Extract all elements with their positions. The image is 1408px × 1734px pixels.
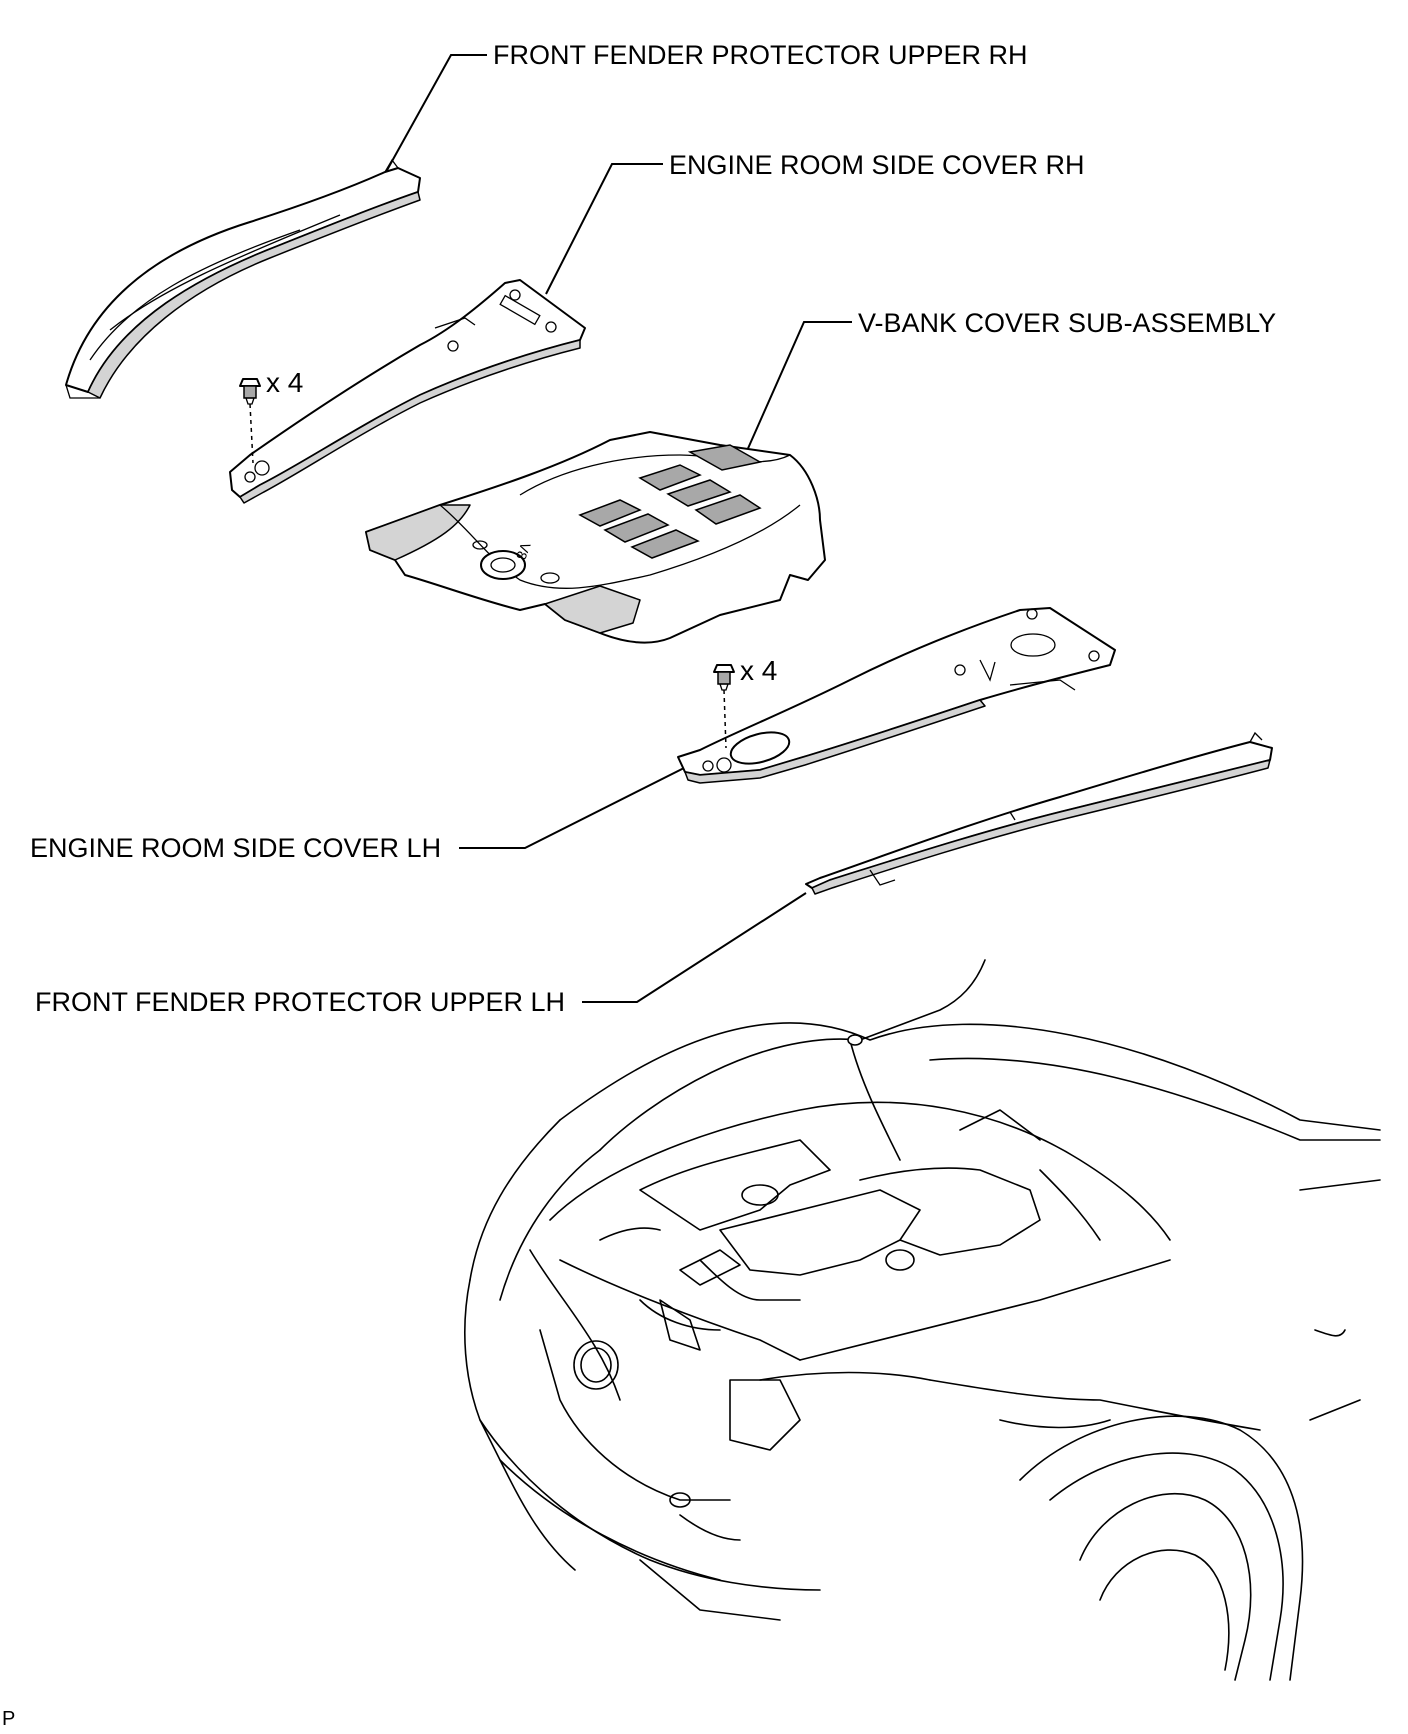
leader-fender-rh bbox=[385, 54, 487, 173]
engine-room-side-cover-lh-part bbox=[677, 607, 1116, 784]
vbank-emblem-icon bbox=[480, 550, 526, 580]
clip-lh-quantity: x 4 bbox=[740, 655, 777, 686]
front-fender-protector-upper-lh-part bbox=[805, 731, 1273, 895]
leader-fender-lh bbox=[582, 892, 807, 1003]
label-fender-lh-group: FRONT FENDER PROTECTOR UPPER LH bbox=[35, 892, 807, 1017]
clip-lh-icon bbox=[713, 664, 735, 749]
vbank-intake-ribs bbox=[578, 444, 763, 559]
clip-rh-icon bbox=[239, 378, 261, 464]
label-side-cover-lh-group: ENGINE ROOM SIDE COVER LH bbox=[30, 766, 687, 863]
engine-room-side-cover-rh-part bbox=[229, 279, 586, 504]
front-fender-protector-upper-rh-part bbox=[65, 158, 421, 399]
label-fender-rh-group: FRONT FENDER PROTECTOR UPPER RH bbox=[385, 40, 1028, 173]
label-engine-room-side-cover-rh: ENGINE ROOM SIDE COVER RH bbox=[669, 150, 1085, 180]
leader-side-cover-rh bbox=[545, 163, 663, 295]
figure-id: P bbox=[2, 1708, 15, 1730]
label-engine-room-side-cover-lh: ENGINE ROOM SIDE COVER LH bbox=[30, 833, 441, 863]
label-v-bank-cover-sub-assembly: V-BANK COVER SUB-ASSEMBLY bbox=[858, 308, 1276, 338]
label-front-fender-protector-upper-lh: FRONT FENDER PROTECTOR UPPER LH bbox=[35, 987, 565, 1017]
vehicle-front-hood-open bbox=[464, 959, 1381, 1681]
leader-vbank-cover bbox=[741, 321, 852, 463]
leader-side-cover-lh bbox=[459, 766, 687, 849]
label-vbank-cover-group: V-BANK COVER SUB-ASSEMBLY bbox=[741, 308, 1276, 463]
clip-rh-quantity: x 4 bbox=[266, 367, 303, 398]
label-side-cover-rh-group: ENGINE ROOM SIDE COVER RH bbox=[545, 150, 1085, 295]
v-bank-cover-sub-assembly-part: V8 bbox=[365, 431, 826, 644]
label-front-fender-protector-upper-rh: FRONT FENDER PROTECTOR UPPER RH bbox=[493, 40, 1028, 70]
svg-text:V8: V8 bbox=[513, 540, 534, 562]
